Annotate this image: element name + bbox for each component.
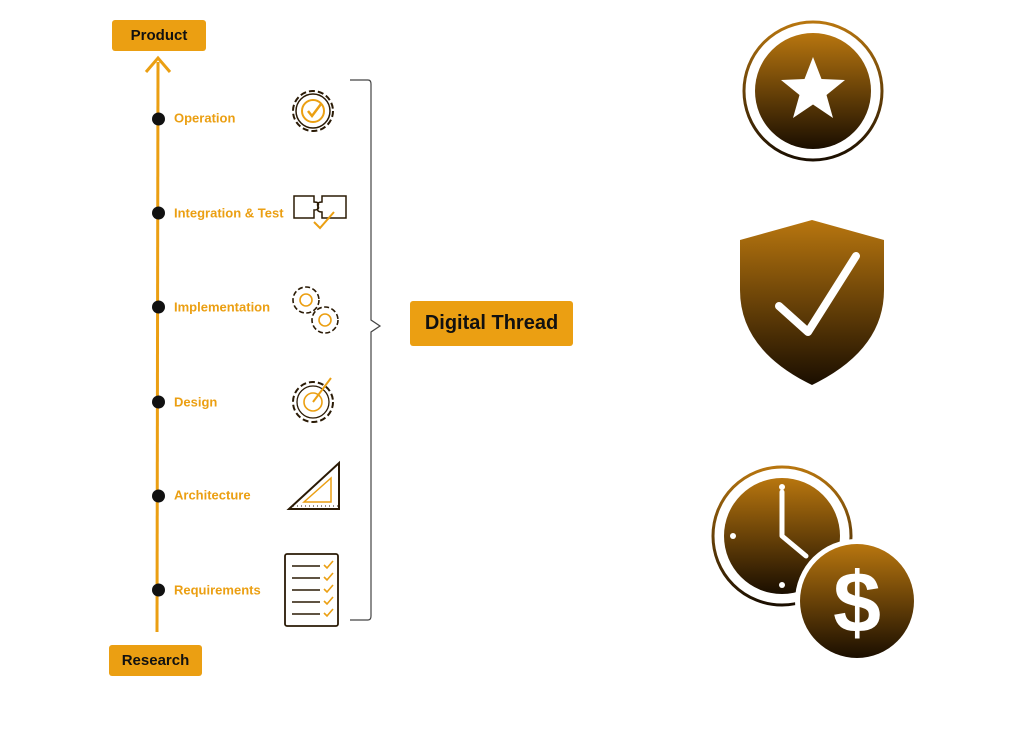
- grouping-brace: [350, 79, 382, 621]
- shield-check-icon: [740, 220, 884, 385]
- digital-thread-box: Digital Thread: [410, 301, 573, 346]
- gears-icon: [292, 286, 339, 334]
- star-badge-icon: [742, 20, 884, 162]
- stage-label-architecture: Architecture: [174, 487, 251, 503]
- stage-dot: [152, 395, 165, 409]
- stage-label-requirements: Requirements: [174, 582, 261, 598]
- stage-label-implementation: Implementation: [174, 299, 271, 315]
- research-label: Research: [121, 652, 190, 669]
- stage-dot: [152, 300, 165, 314]
- stage-label-integration-test: Integration & Test: [174, 205, 284, 221]
- set-square-icon: [286, 460, 340, 510]
- stage-dot: [152, 489, 165, 503]
- gear-check-icon: [292, 90, 334, 132]
- product-box: Product: [112, 20, 206, 51]
- checklist-icon: [284, 553, 339, 627]
- stage-label-design: Design: [174, 394, 218, 410]
- svg-text:$: $: [833, 555, 881, 651]
- puzzle-check-icon: [293, 195, 347, 230]
- clock-dollar-icon: $: [711, 465, 919, 663]
- stage-dot: [152, 112, 165, 126]
- digital-thread-label: Digital Thread: [424, 312, 559, 334]
- research-box: Research: [109, 645, 202, 676]
- timeline-axis: [144, 55, 172, 633]
- product-label: Product: [130, 27, 188, 44]
- stage-label-operation: Operation: [174, 110, 236, 126]
- stage-dot: [152, 206, 165, 220]
- stage-dot: [152, 583, 165, 597]
- gear-pencil-icon: [292, 377, 334, 423]
